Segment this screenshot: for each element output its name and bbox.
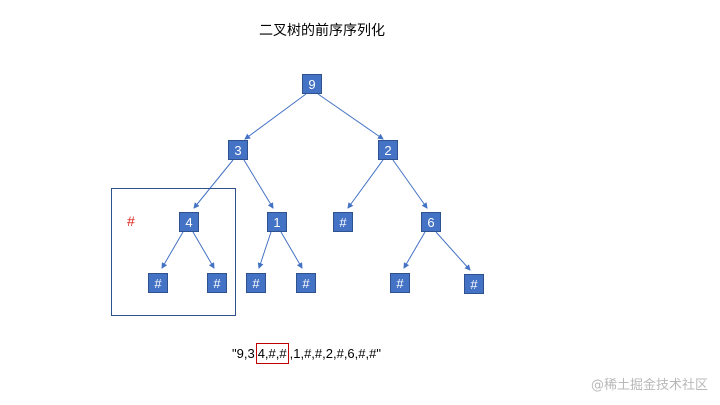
node-right-right: 6 <box>421 212 441 232</box>
node-lr-right: # <box>296 273 316 293</box>
edge-6-hash-r <box>435 231 471 271</box>
node-root: 9 <box>302 74 322 94</box>
node-left-left: 4 <box>179 212 199 232</box>
annotation-hash: # <box>127 213 135 229</box>
node-left: 3 <box>228 140 248 160</box>
node-ll-left: # <box>148 273 168 293</box>
edge-1-hash-l <box>257 231 272 269</box>
edge-1-hash-r <box>280 231 303 269</box>
node-lr-left: # <box>246 273 266 293</box>
serialization-highlight: 4,#,# <box>255 343 289 364</box>
node-right-left: # <box>333 212 353 232</box>
serialization-prefix: "9,3 <box>232 346 255 361</box>
edge-2-6 <box>392 159 428 209</box>
edge-2-hash <box>347 159 384 209</box>
edge-6-hash-l <box>403 231 426 269</box>
node-rr-left: # <box>390 273 410 293</box>
node-rr-right: # <box>464 274 484 294</box>
diagram-title: 二叉树的前序序列化 <box>259 23 385 39</box>
serialization-string: "9,3 4,#,# ,1,#,#,2,#,6,#,#" <box>232 343 381 364</box>
edge-4-hash-l <box>161 231 184 269</box>
node-ll-right: # <box>207 273 227 293</box>
subtree-highlight-box <box>111 188 236 316</box>
node-right: 2 <box>378 140 398 160</box>
serialization-suffix: ,1,#,#,2,#,6,#,#" <box>289 346 381 361</box>
edge-9-3 <box>244 93 307 140</box>
edge-4-hash-r <box>192 231 215 269</box>
edge-9-2 <box>317 93 384 140</box>
node-left-right: 1 <box>267 212 287 232</box>
watermark: @稀土掘金技术社区 <box>590 378 708 393</box>
edge-3-1 <box>243 159 274 209</box>
edge-3-4 <box>193 159 234 209</box>
